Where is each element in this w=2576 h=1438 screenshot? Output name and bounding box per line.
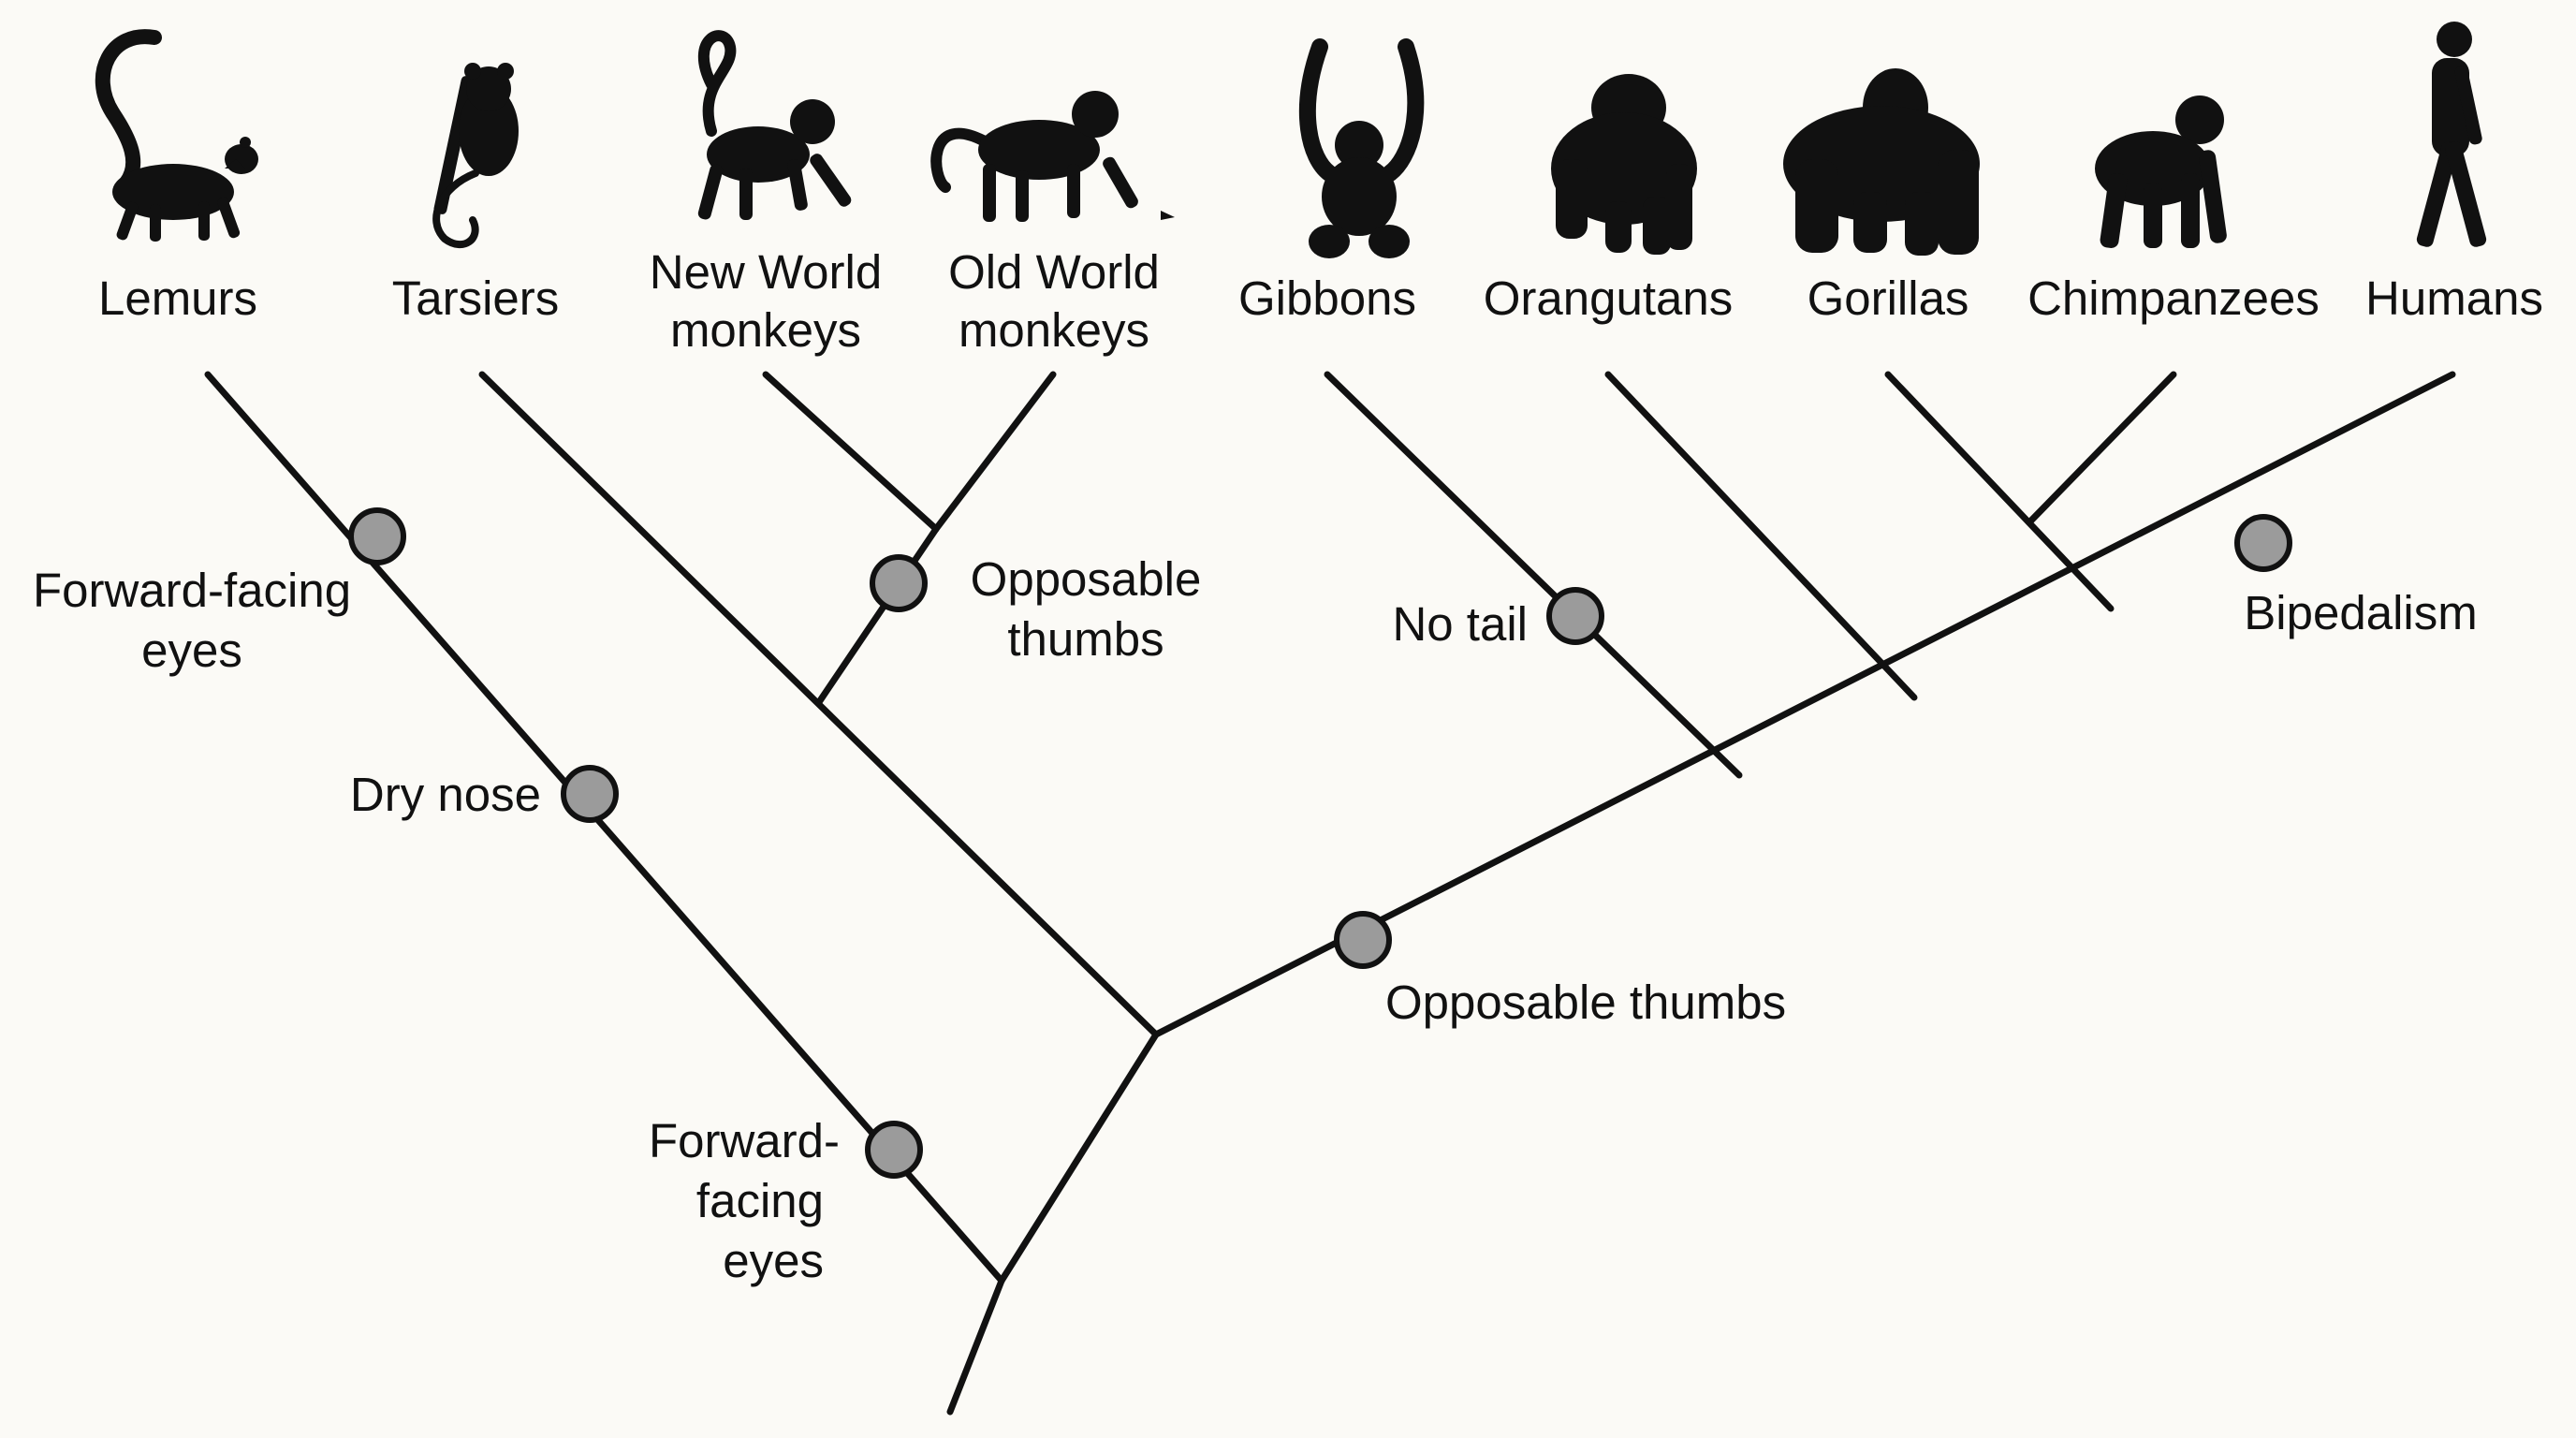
branch-new-world-monkeys [762, 371, 940, 533]
trait-label-dry-nose: Dry nose [350, 768, 541, 821]
branches [204, 371, 2456, 1416]
old-world-monkey-icon [930, 91, 1175, 222]
lemur-icon [95, 29, 258, 242]
trait-marker-no-tail [1546, 587, 1604, 645]
trait-marker-bipedalism [2234, 514, 2292, 572]
branch-root [946, 1277, 1005, 1416]
taxon-label-tarsiers: Tarsiers [392, 271, 560, 325]
trait-label-no-tail: No tail [1392, 597, 1528, 651]
branch-gorillas [1884, 371, 2115, 612]
branch-gibbons [1324, 371, 1743, 779]
branch-monkeys-stem [815, 525, 940, 706]
trait-label-opposable-thumbs-apes: Opposable thumbs [1385, 976, 1786, 1029]
trait-label-bipedalism: Bipedalism [2244, 586, 2477, 639]
taxon-label-new-world-monkeys-line2: monkeys [670, 303, 861, 357]
taxon-label-gibbons: Gibbons [1238, 271, 1416, 325]
branch-chimpanzees [2026, 371, 2177, 526]
trait-label-opposable-thumbs-monkeys-line1: Opposable [971, 552, 1202, 606]
branch-orangutans [1604, 371, 1918, 701]
trait-marker-opposable-thumbs-monkeys [870, 554, 928, 612]
trait-label-forward-facing-eyes-lower-line1: Forward- [649, 1114, 840, 1167]
taxon-label-new-world-monkeys-line1: New World [650, 245, 882, 299]
trait-marker-dry-nose [561, 765, 619, 823]
trait-label-opposable-thumbs-monkeys-line2: thumbs [1007, 612, 1164, 666]
branch-anthropoid-stem [998, 1031, 1160, 1284]
branch-lemurs [204, 371, 1005, 1284]
human-icon [2416, 22, 2487, 247]
branch-old-world-monkeys [932, 371, 1057, 533]
taxon-label-old-world-monkeys-line1: Old World [948, 245, 1160, 299]
taxon-label-orangutans: Orangutans [1484, 271, 1734, 325]
trait-label-forward-facing-eyes-lower-line3: eyes [723, 1234, 824, 1287]
new-world-monkey-icon [697, 30, 852, 220]
orangutan-icon [1551, 74, 1697, 255]
trait-marker-opposable-thumbs-apes [1334, 911, 1392, 969]
tarsier-icon [432, 63, 519, 248]
chimpanzee-icon [2095, 95, 2227, 248]
trait-marker-forward-facing-eyes-lower [865, 1121, 923, 1179]
taxon-label-gorillas: Gorillas [1808, 271, 1969, 325]
taxon-label-lemurs: Lemurs [98, 271, 257, 325]
trait-marker-forward-facing-eyes-upper [348, 507, 406, 565]
taxon-label-chimpanzees: Chimpanzees [2027, 271, 2320, 325]
gorilla-icon [1783, 68, 1980, 256]
trait-label-forward-facing-eyes-upper-line2: eyes [141, 624, 242, 677]
taxon-label-old-world-monkeys-line2: monkeys [959, 303, 1149, 357]
trait-label-forward-facing-eyes-upper-line1: Forward-facing [33, 564, 351, 617]
gibbon-icon [1298, 38, 1425, 258]
trait-label-forward-facing-eyes-lower-line2: facing [696, 1174, 824, 1227]
taxon-label-humans: Humans [2365, 271, 2543, 325]
